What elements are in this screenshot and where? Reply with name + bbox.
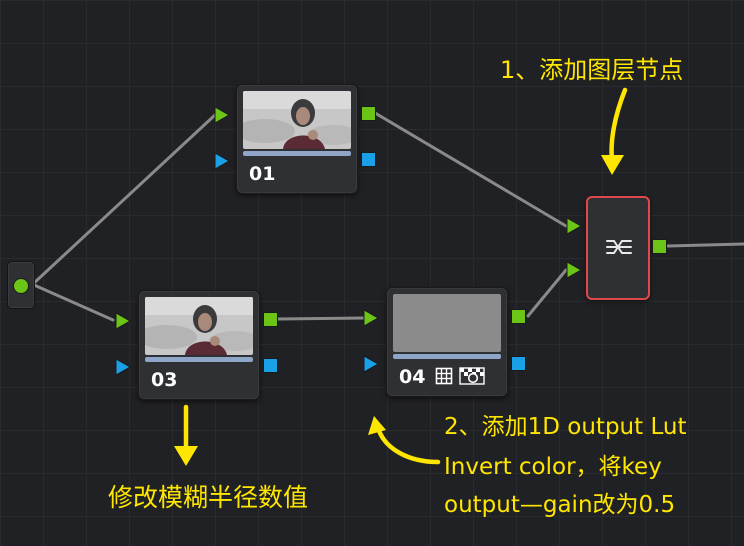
node-04-rgb-output[interactable] xyxy=(511,309,526,324)
node-04-label: 04 xyxy=(399,366,426,388)
annotation-arrowhead-layer xyxy=(601,155,624,175)
annotation-lut-line-2: Invert color，将key xyxy=(444,454,662,480)
source-output-port[interactable] xyxy=(13,278,29,294)
node-01-thumbnail xyxy=(243,91,351,149)
layer-mixer-icon xyxy=(606,240,632,254)
connection-03-to-04 xyxy=(276,316,368,321)
node-01-label: 01 xyxy=(249,163,276,185)
node-04[interactable]: 04 xyxy=(386,287,508,397)
grid-icon xyxy=(435,367,453,385)
node-04-bar xyxy=(393,354,501,359)
node-01-bar xyxy=(243,151,351,156)
node-03-label: 03 xyxy=(151,369,178,391)
node-04-thumbnail xyxy=(393,294,501,352)
annotation-lut-line-3: output—gain改为0.5 xyxy=(444,492,676,518)
node-03[interactable]: 03 xyxy=(138,290,260,400)
connection-mixer-output xyxy=(666,242,744,248)
node-03-rgb-output[interactable] xyxy=(263,312,278,327)
layer-mixer-input-2[interactable] xyxy=(566,261,582,279)
node-01[interactable]: 01 xyxy=(236,84,358,194)
annotation-arrowhead-lut xyxy=(368,416,386,435)
node-04-key-output[interactable] xyxy=(511,356,526,371)
key-icon xyxy=(459,367,485,385)
layer-mixer-output[interactable] xyxy=(652,239,667,254)
annotation-arrow-layer xyxy=(609,87,628,163)
connection-source-to-03 xyxy=(32,283,115,322)
annotation-add-layer-node: 1、添加图层节点 xyxy=(500,56,684,84)
node-03-key-input[interactable] xyxy=(115,358,131,376)
node-03-rgb-input[interactable] xyxy=(115,312,131,330)
node-01-rgb-input[interactable] xyxy=(214,106,230,124)
source-input-node[interactable] xyxy=(7,261,35,309)
node-04-key-input[interactable] xyxy=(363,355,379,373)
annotation-arrow-lut xyxy=(375,425,441,465)
annotation-lut-line-1: 2、添加1D output Lut xyxy=(444,414,687,440)
layer-mixer-node[interactable] xyxy=(586,196,650,300)
connection-01-to-mixer xyxy=(373,111,568,228)
annotation-blur-radius: 修改模糊半径数值 xyxy=(108,483,309,512)
node-01-key-output[interactable] xyxy=(361,152,376,167)
node-03-key-output[interactable] xyxy=(263,358,278,373)
node-03-bar xyxy=(145,357,253,362)
node-03-thumbnail xyxy=(145,297,253,355)
node-01-rgb-output[interactable] xyxy=(361,106,376,121)
connection-source-to-01 xyxy=(32,113,217,285)
node-04-rgb-input[interactable] xyxy=(363,309,379,327)
connection-04-to-mixer xyxy=(526,268,568,318)
node-01-key-input[interactable] xyxy=(214,152,230,170)
annotation-arrowhead-blur xyxy=(174,446,198,466)
layer-mixer-input-1[interactable] xyxy=(566,217,582,235)
